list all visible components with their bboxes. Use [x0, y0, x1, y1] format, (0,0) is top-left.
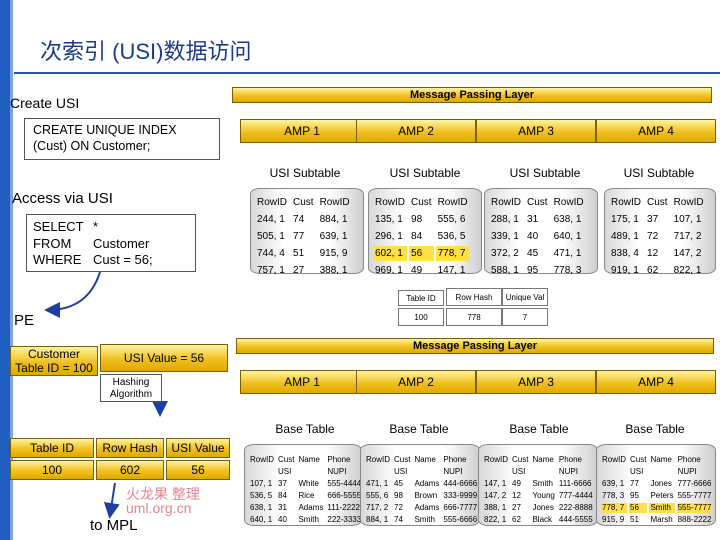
message-passing-layer-bottom: Message Passing Layer [236, 338, 714, 354]
create-index-sql-box: CREATE UNIQUE INDEX (Cust) ON Customer; [24, 118, 220, 160]
usi-subtable-label-1: USI Subtable [269, 166, 341, 180]
amp-3-bottom: AMP 3 [476, 370, 596, 394]
select-to-pe-arrow [44, 271, 101, 318]
base-table-label-1: Base Table [275, 422, 335, 436]
base-table-label-4: Base Table [625, 422, 685, 436]
lookup-value-usivalue: 56 [166, 460, 230, 480]
base-table-label-2: Base Table [389, 422, 449, 436]
customer-table-id-box: Customer Table ID = 100 [10, 346, 98, 376]
usi-subtable-label-3: USI Subtable [509, 166, 581, 180]
watermark-logo: 火龙果 整理 uml.org.cn [126, 486, 200, 516]
message-passing-layer-top: Message Passing Layer [232, 87, 712, 103]
hash-value-tableid: 100 [398, 308, 444, 326]
amp-2-bottom: AMP 2 [356, 370, 476, 394]
title-underline [14, 72, 720, 74]
hash-value-rowhash: 778 [446, 308, 502, 326]
usi-subtable-label-2: USI Subtable [389, 166, 461, 180]
amp-2-top: AMP 2 [356, 119, 476, 143]
left-accent-bar [0, 0, 10, 540]
hashing-algorithm-box: Hashing Algorithm [100, 374, 162, 402]
access-via-usi-label: Access via USI [12, 190, 113, 207]
amp-3-top: AMP 3 [476, 119, 596, 143]
sql-line: (Cust) ON Customer; [33, 139, 151, 153]
pe-label: PE [14, 312, 35, 329]
lookup-value-tableid: 100 [10, 460, 94, 480]
hash-header-uniqueval: Unique Val [502, 288, 548, 306]
left-accent-stripe [10, 0, 13, 540]
lookup-header-usivalue: USI Value [166, 438, 230, 458]
amp-4-top: AMP 4 [596, 119, 716, 143]
amp-1-top: AMP 1 [240, 119, 364, 143]
hash-value-uniqueval: 7 [502, 308, 548, 326]
lookup-value-rowhash: 602 [96, 460, 164, 480]
to-mpl-label: to MPL [90, 517, 138, 534]
hash-header-tableid: Table ID [398, 290, 444, 306]
slide-title: 次索引 (USI)数据访问 [40, 39, 252, 64]
amp-4-bottom: AMP 4 [596, 370, 716, 394]
sql-line: CREATE UNIQUE INDEX [33, 123, 177, 137]
hash-header-rowhash: Row Hash [446, 288, 502, 306]
create-usi-label: Create USI [10, 95, 80, 111]
amp-1-bottom: AMP 1 [240, 370, 364, 394]
lookup-header-tableid: Table ID [10, 438, 94, 458]
base-table-label-3: Base Table [509, 422, 569, 436]
usi-subtable-label-4: USI Subtable [623, 166, 695, 180]
usi-value-box: USI Value = 56 [100, 344, 228, 372]
to-mpl-arrow [103, 482, 120, 519]
lookup-header-rowhash: Row Hash [96, 438, 164, 458]
